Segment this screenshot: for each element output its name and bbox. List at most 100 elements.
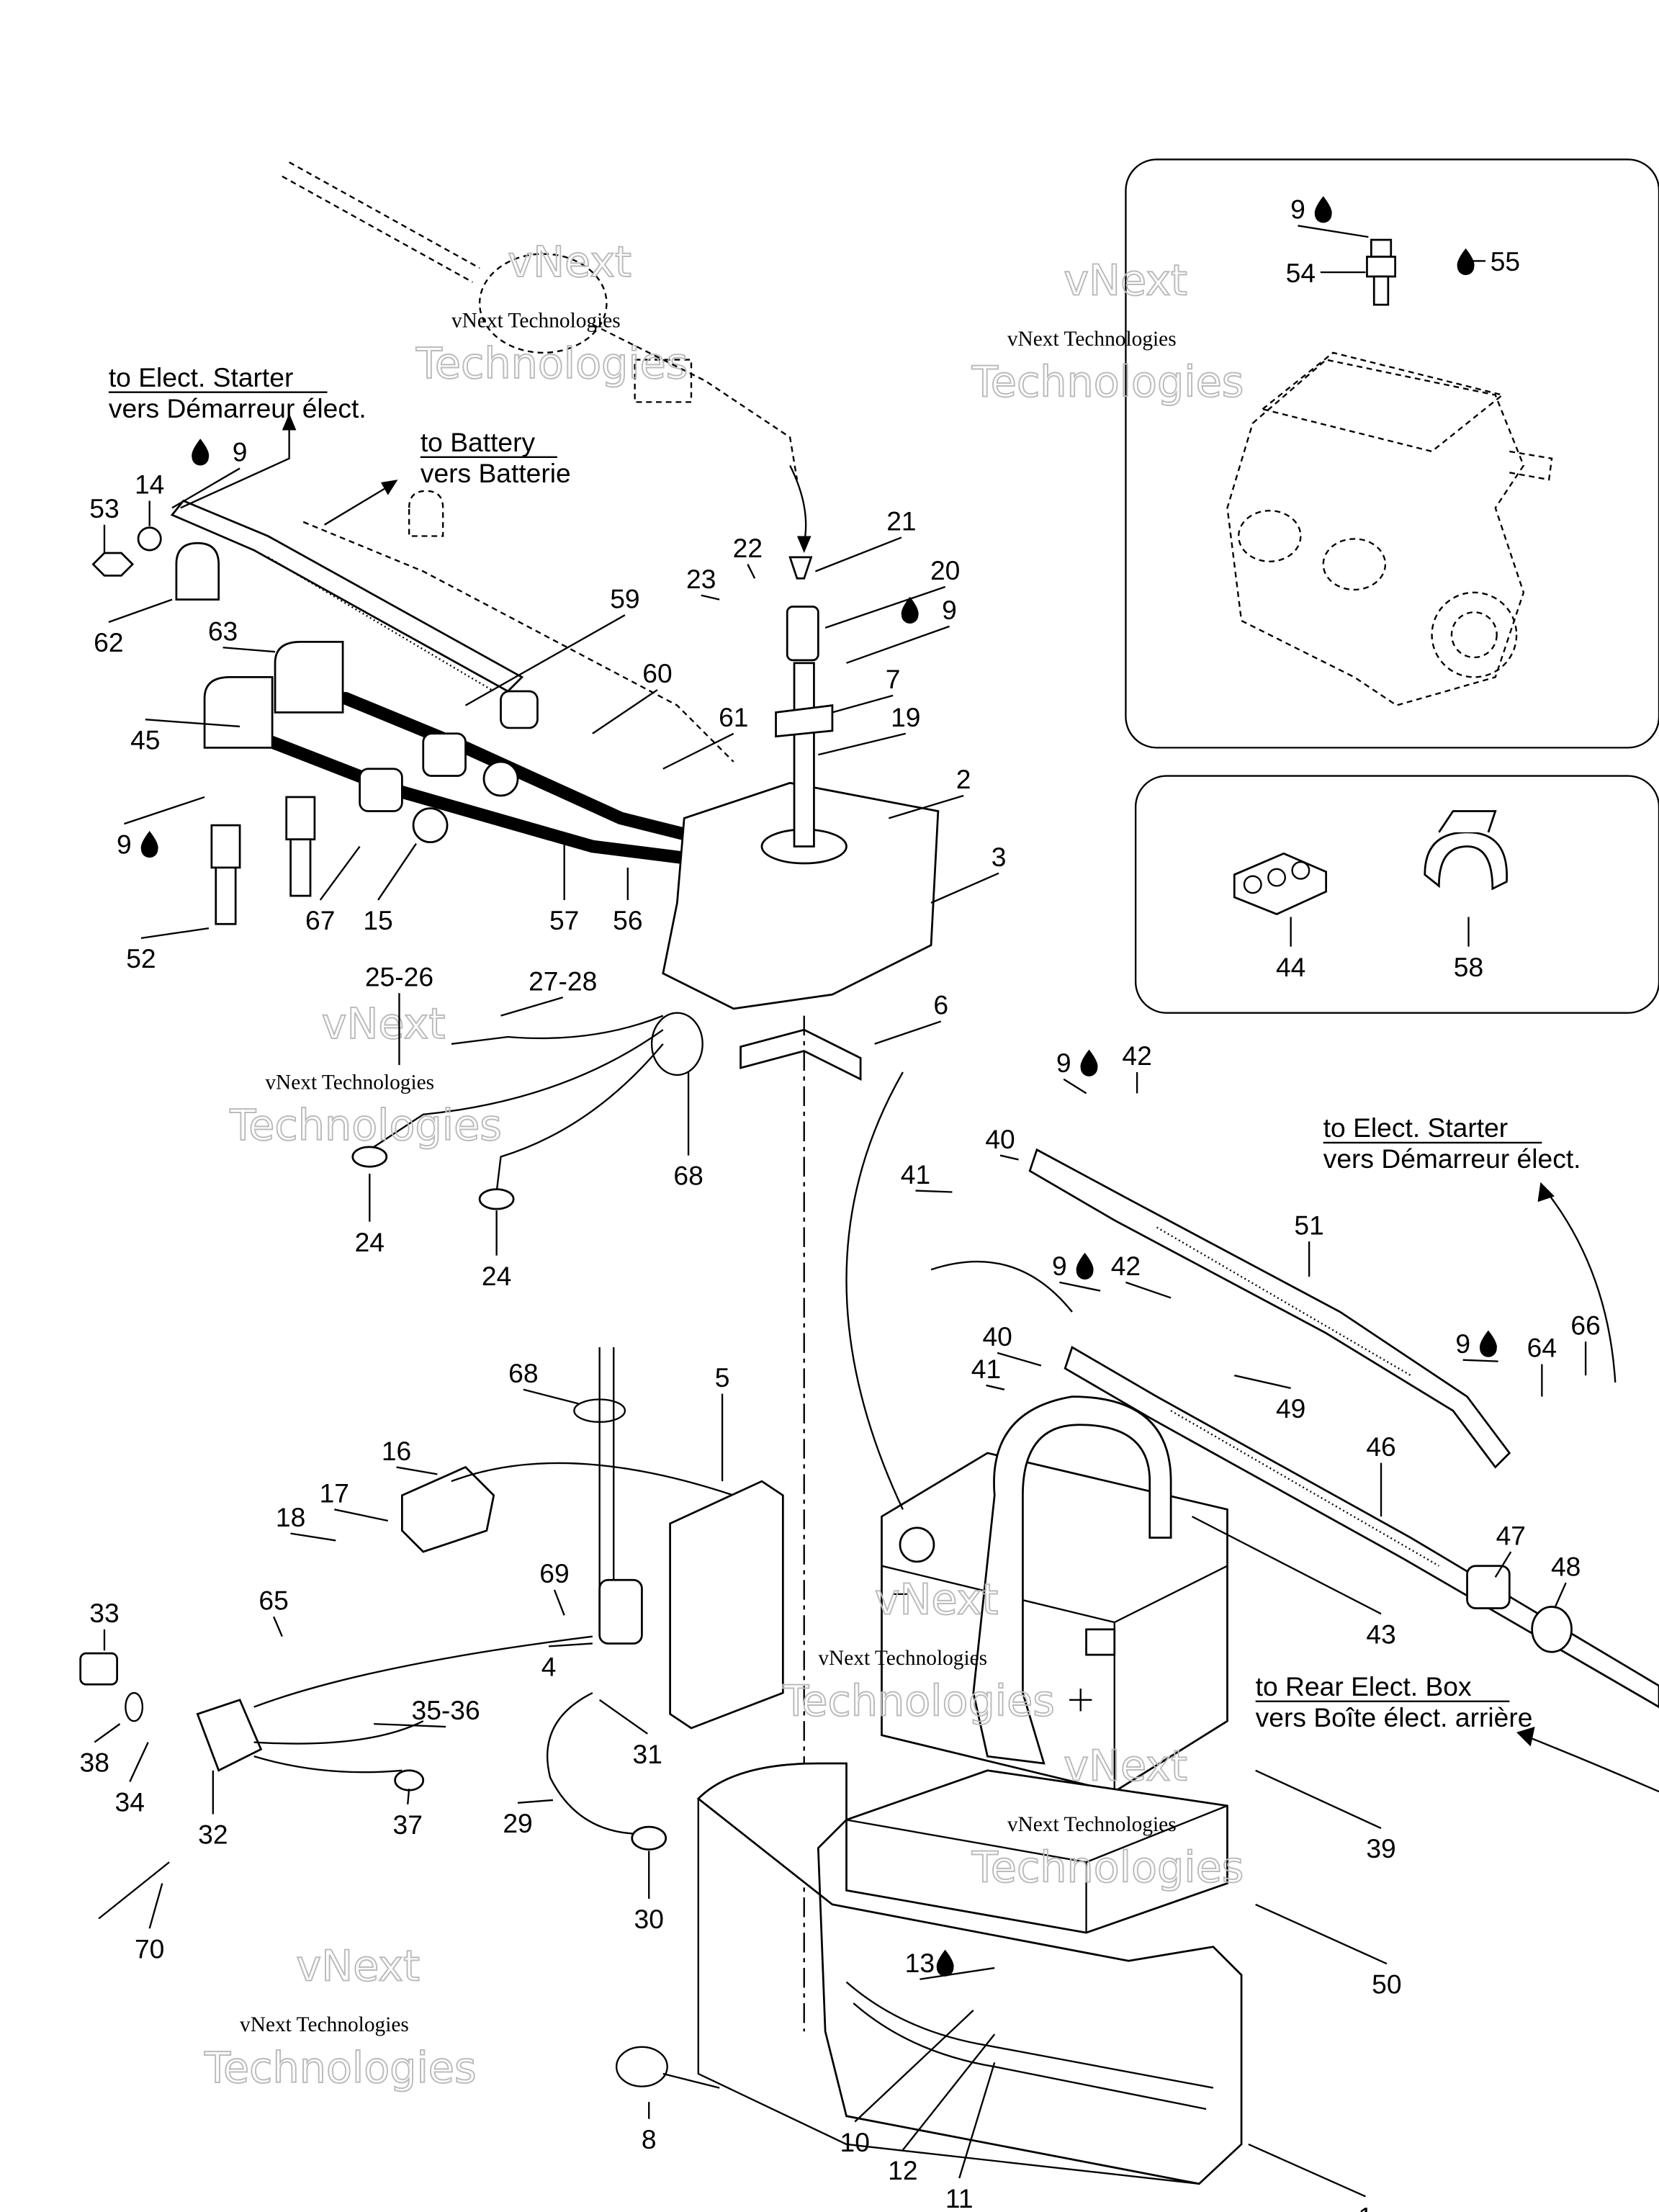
callout-61: 61	[662, 702, 748, 770]
part-number: 9	[117, 829, 132, 859]
routing-loop	[930, 1260, 1073, 1313]
watermark-outline: Technologies	[415, 338, 688, 388]
leader-line	[930, 872, 999, 904]
watermark-text: vNext Technologies	[1007, 1813, 1177, 1836]
leader-line	[148, 1883, 163, 1929]
leader-line	[1234, 1375, 1291, 1389]
callout-16: 16	[382, 1436, 438, 1475]
callout-12: 12	[888, 2033, 996, 2185]
callout-31: 31	[598, 1699, 662, 1769]
leader-line	[598, 1699, 648, 1735]
ground-wires-illustration	[351, 1012, 703, 1210]
leader-line	[1255, 1769, 1382, 1830]
callout-50: 50	[1255, 1903, 1402, 1999]
callout-7: 7	[832, 664, 901, 714]
note-to-battery: to Battery	[421, 427, 536, 457]
leader-line	[1494, 1551, 1512, 1578]
leader-line	[377, 842, 417, 901]
callout-42: 42	[1122, 1040, 1152, 1094]
callout-43: 43	[1191, 1516, 1396, 1649]
callout-55: 55	[1457, 246, 1520, 276]
callout-9: 9	[117, 796, 205, 859]
spark-plug-cables-illustration	[203, 641, 712, 867]
watermark-outline: Technologies	[204, 2043, 477, 2092]
starter-solenoid-illustration	[400, 1462, 734, 1553]
part-number: 29	[503, 1808, 532, 1838]
part-number: 19	[891, 702, 920, 732]
leader-line	[334, 1509, 389, 1522]
note-vers-demarreur-right: vers Démarreur élect.	[1323, 1143, 1581, 1174]
leader-line	[832, 694, 894, 714]
part-number: 50	[1372, 1969, 1401, 1999]
part-number: 56	[613, 905, 642, 935]
part-number: 11	[945, 2183, 974, 2212]
part-number: 42	[1122, 1040, 1151, 1071]
leader-line	[1553, 1582, 1567, 1609]
part-number: 9	[1455, 1328, 1470, 1359]
part-number: 68	[673, 1161, 703, 1191]
battery-box-illustration	[696, 1762, 1243, 2185]
part-number: 20	[930, 555, 960, 585]
part-number: 64	[1527, 1333, 1557, 1363]
watermark-text: vNext Technologies	[265, 1071, 434, 1094]
callout-9: 9	[1290, 194, 1369, 238]
callout-41: 41	[901, 1159, 953, 1193]
routing-loop	[845, 1071, 904, 1510]
leader-line	[549, 1642, 593, 1647]
drop-icon	[1457, 248, 1475, 276]
clips-inset-frame	[1134, 775, 1659, 1014]
cable-tie-illustration	[615, 2046, 720, 2089]
callout-59: 59	[464, 583, 640, 706]
engine-illustration	[1226, 351, 1553, 706]
callout-27-28: 27-28	[500, 966, 597, 1017]
callout-5: 5	[715, 1362, 729, 1482]
part-number: 35-36	[412, 1695, 480, 1725]
callout-68: 68	[673, 1071, 703, 1191]
leader-line	[902, 2033, 996, 2151]
leader-line	[824, 585, 946, 629]
watermark-outline: Technologies	[971, 1843, 1244, 1892]
callout-20: 20	[824, 555, 960, 629]
callout-60: 60	[592, 658, 673, 734]
leader-line	[1298, 225, 1369, 238]
callout-35-36: 35-36	[374, 1695, 480, 1728]
watermark-outline: Technologies	[782, 1676, 1055, 1725]
leader-line	[273, 1616, 283, 1637]
callout-13: 13	[905, 1948, 995, 1980]
part-number: 17	[320, 1478, 349, 1509]
cable-holder-illustration	[1424, 810, 1508, 891]
part-number: 48	[1551, 1551, 1581, 1581]
callout-62: 62	[94, 598, 173, 657]
part-number: 57	[549, 905, 579, 935]
leader-line	[662, 732, 734, 770]
callout-40: 40	[982, 1321, 1042, 1367]
part-number: 44	[1276, 952, 1305, 982]
drop-icon	[1479, 1330, 1497, 1357]
callout-37: 37	[393, 1789, 423, 1840]
callout-41: 41	[971, 1354, 1005, 1390]
part-number: 23	[686, 564, 716, 594]
part-number: 47	[1496, 1520, 1526, 1550]
part-number: 52	[126, 943, 156, 974]
callout-15: 15	[363, 842, 417, 935]
callout-40: 40	[985, 1124, 1019, 1161]
leader-line	[814, 536, 902, 572]
part-number: 18	[276, 1502, 305, 1532]
callout-10: 10	[840, 2009, 974, 2157]
callout-51: 51	[1294, 1210, 1324, 1277]
callout-42: 42	[1111, 1251, 1172, 1299]
part-number: 6	[933, 990, 948, 1020]
part-number: 69	[539, 1558, 569, 1588]
callout-9: 9	[1056, 1048, 1098, 1094]
part-number: 49	[1276, 1393, 1305, 1424]
callout-9: 9	[1052, 1251, 1101, 1292]
part-number: 31	[633, 1739, 662, 1769]
part-number: 66	[1570, 1310, 1600, 1340]
starter-cable-illustration	[91, 499, 524, 693]
leader-line	[1248, 2143, 1366, 2198]
drop-icon	[936, 1949, 954, 1977]
callout-25-26: 25-26	[365, 961, 433, 1066]
drop-icon	[1314, 196, 1332, 223]
